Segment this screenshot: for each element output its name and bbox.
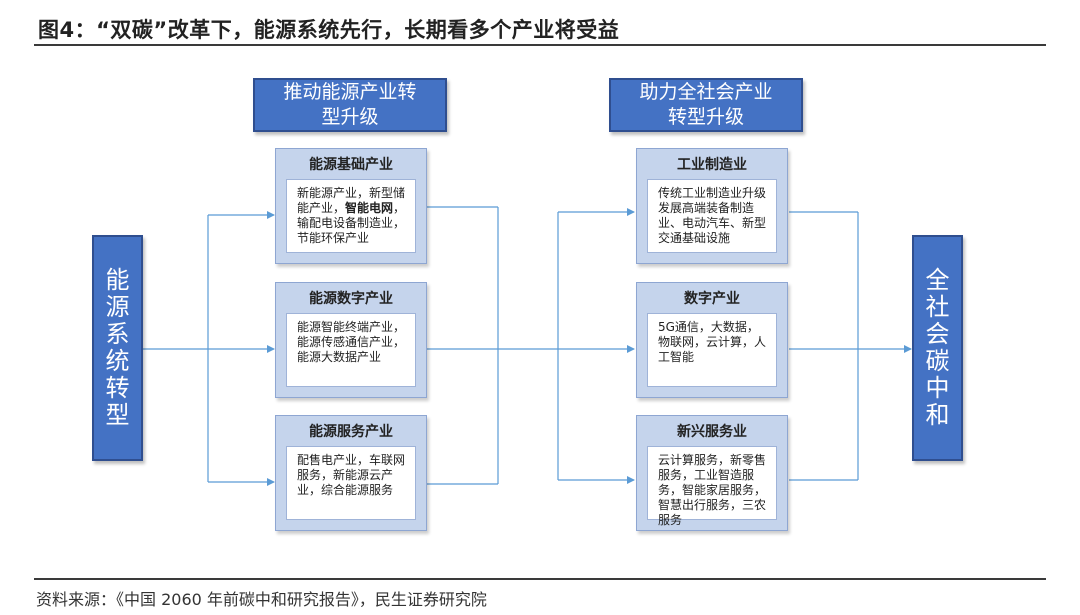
card-energy-basic-title: 能源基础产业 — [309, 157, 393, 173]
card-emerging-service-title: 新兴服务业 — [677, 424, 747, 440]
card-industrial-manufacturing: 工业制造业 传统工业制造业升级发展高端装备制造业、电动汽车、新型交通基础设施 — [636, 148, 788, 264]
card-energy-basic: 能源基础产业 新能源产业，新型储能产业，智能电网，输配电设备制造业，节能环保产业 — [275, 148, 427, 264]
card-energy-basic-text-post: ，输配电设备制造业，节能环保产业 — [297, 201, 406, 245]
header-society-upgrade: 助力全社会产业转型升级 — [609, 78, 803, 132]
card-digital-industry-text: 5G通信，大数据，物联网，云计算，人工智能 — [647, 313, 777, 387]
card-energy-service-text-pre: 配售电产业，车联网服务，新能源云产业，综合能源服务 — [297, 453, 406, 497]
card-energy-digital-text-pre: 能源智能终端产业，能源传感通信产业，能源大数据产业 — [297, 320, 406, 364]
header-society-upgrade-label: 助力全社会产业转型升级 — [639, 81, 773, 128]
card-energy-digital: 能源数字产业 能源智能终端产业，能源传感通信产业，能源大数据产业 — [275, 282, 427, 398]
figure-title: 图4：“双碳”改革下，能源系统先行，长期看多个产业将受益 — [38, 18, 620, 42]
source-note: 资料来源：《中国 2060 年前碳中和研究报告》，民生证券研究院 — [36, 590, 487, 609]
top-rule — [34, 44, 1046, 46]
card-digital-industry-title: 数字产业 — [684, 291, 740, 307]
header-energy-upgrade-label: 推动能源产业转型升级 — [283, 81, 417, 128]
node-energy-system-transition-label: 能源系统转型 — [105, 266, 130, 429]
node-energy-system-transition: 能源系统转型 — [92, 235, 143, 461]
card-energy-service-title: 能源服务产业 — [309, 424, 393, 440]
card-industrial-manufacturing-text: 传统工业制造业升级发展高端装备制造业、电动汽车、新型交通基础设施 — [647, 179, 777, 253]
card-emerging-service-text: 云计算服务，新零售服务，工业智造服务，智能家居服务，智慧出行服务，三农服务 — [647, 446, 777, 527]
header-energy-upgrade: 推动能源产业转型升级 — [253, 78, 447, 132]
card-energy-digital-text: 能源智能终端产业，能源传感通信产业，能源大数据产业 — [286, 313, 416, 387]
card-energy-basic-text: 新能源产业，新型储能产业，智能电网，输配电设备制造业，节能环保产业 — [286, 179, 416, 253]
card-energy-digital-title: 能源数字产业 — [309, 291, 393, 307]
card-emerging-service: 新兴服务业 云计算服务，新零售服务，工业智造服务，智能家居服务，智慧出行服务，三… — [636, 415, 788, 531]
card-energy-service: 能源服务产业 配售电产业，车联网服务，新能源云产业，综合能源服务 — [275, 415, 427, 531]
node-carbon-neutrality-label: 全社会碳中和 — [925, 266, 950, 429]
node-carbon-neutrality: 全社会碳中和 — [912, 235, 963, 461]
card-industrial-manufacturing-title: 工业制造业 — [677, 157, 747, 173]
bottom-rule — [34, 578, 1046, 580]
card-digital-industry: 数字产业 5G通信，大数据，物联网，云计算，人工智能 — [636, 282, 788, 398]
card-energy-service-text: 配售电产业，车联网服务，新能源云产业，综合能源服务 — [286, 446, 416, 520]
card-energy-basic-text-bold: 智能电网 — [345, 201, 394, 215]
card-energy-basic-text-pre: 新能源产业，新型储能产业， — [297, 186, 406, 215]
